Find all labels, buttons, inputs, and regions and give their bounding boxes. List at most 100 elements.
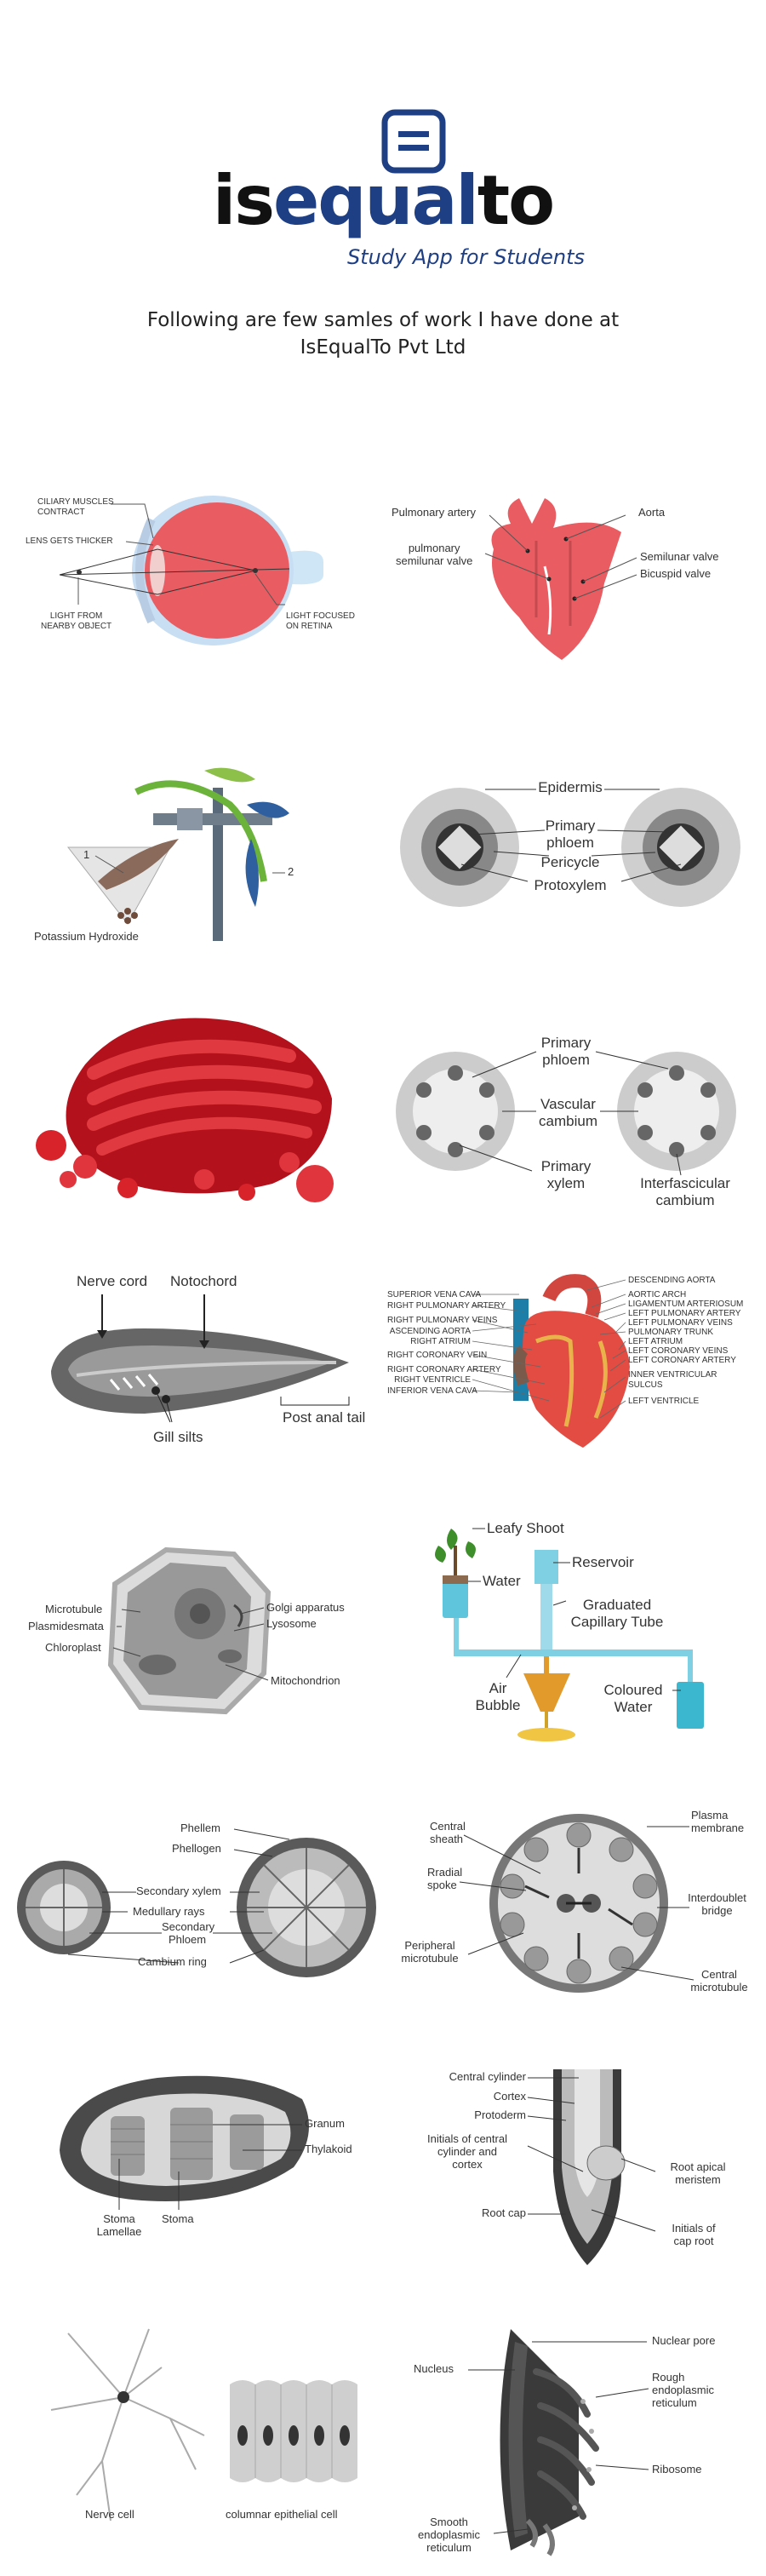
intro-line-2: IsEqualTo Pvt Ltd	[300, 336, 466, 359]
label-right-coronary-artery: RIGHT CORONARY ARTERY	[387, 1365, 501, 1374]
label-plasmodesmata: Plasmidesmata	[28, 1620, 104, 1632]
label-radial-spoke: Rradial spoke	[427, 1866, 463, 1891]
plant-cell-diagram: Microtubule Plasmidesmata Chloroplast Go…	[21, 1546, 379, 1716]
root-section-diagram: Epidermis Primary phloem Pericycle Proto…	[400, 771, 749, 924]
label-initials-cap-root: Initials of cap root	[672, 2222, 716, 2247]
root-tip-diagram: Central cylinder Cortex Protoderm Initia…	[409, 2061, 749, 2265]
label-post-anal-tail: Post anal tail	[283, 1409, 366, 1426]
heart-valves-diagram: Pulmonary artery Aorta pulmonary semilun…	[392, 490, 749, 668]
wordmark: isequalto	[0, 167, 766, 235]
label-primary-phloem-stem: Primary phloem	[540, 1035, 592, 1068]
label-peripheral-microtubule: Peripheral microtubule	[401, 1939, 459, 1965]
label-aorta: Aorta	[638, 506, 666, 519]
potometer-diagram: Leafy Shoot Water Reservoir Graduated Ca…	[417, 1520, 740, 1750]
label-semilunar-valve: Semilunar valve	[640, 550, 719, 563]
label-medullary-rays: Medullary rays	[133, 1905, 205, 1918]
label-water: Water	[483, 1573, 521, 1589]
label-aortic-arch: AORTIC ARCH	[628, 1290, 687, 1299]
label-nucleus: Nucleus	[414, 2362, 454, 2375]
label-columnar-epithelial-cell: columnar epithelial cell	[226, 2508, 338, 2521]
label-inferior-vena-cava: INFERIOR VENA CAVA	[387, 1386, 477, 1396]
label-left-pulmonary-artery: LEFT PULMONARY ARTERY	[628, 1309, 741, 1318]
label-root-cap: Root cap	[481, 2206, 526, 2219]
label-lens-thicker: LENS GETS THICKER	[26, 536, 113, 546]
plant-experiment-diagram: 1 2 Potassium Hydroxide	[34, 754, 357, 950]
label-air-bubble: Air Bubble	[475, 1680, 521, 1713]
label-epidermis: Epidermis	[538, 779, 603, 795]
label-stoma: Stoma	[162, 2212, 194, 2225]
nucleus-er-diagram: Nucleus Nuclear pore Rough endoplasmic r…	[400, 2321, 749, 2559]
label-stoma-lamellae: Stoma Lamellae	[96, 2212, 142, 2238]
label-thylakoid: Thylakoid	[305, 2143, 352, 2155]
label-leafy-shoot: Leafy Shoot	[487, 1520, 564, 1536]
label-phellem: Phellem	[180, 1822, 220, 1834]
label-pulmonary-valve: pulmonary semilunar valve	[396, 542, 473, 567]
label-right-pulmonary-veins: RIGHT PULMONARY VEINS	[387, 1316, 498, 1325]
label-gill-slits: Gill silts	[153, 1429, 203, 1445]
chloroplast-diagram: Granum Thylakoid Stoma Lamellae Stoma	[47, 2057, 379, 2252]
wordmark-is: is	[212, 161, 275, 240]
label-ligamentum-arteriosum: LIGAMENTUM ARTERIOSUM	[628, 1299, 744, 1309]
equals-icon	[381, 109, 446, 174]
label-cambium-ring: Cambium ring	[138, 1955, 207, 1968]
label-bicuspid-valve: Bicuspid valve	[640, 567, 712, 580]
label-plasma-membrane: Plasma membrane	[691, 1809, 745, 1834]
label-central-microtubule: Central microtubule	[690, 1968, 748, 1994]
label-primary-xylem: Primary xylem	[540, 1158, 592, 1191]
label-left-pulmonary-veins: LEFT PULMONARY VEINS	[628, 1318, 733, 1328]
label-mitochondrion: Mitochondrion	[271, 1674, 340, 1687]
label-phellogen: Phellogen	[172, 1842, 221, 1855]
label-graduated-capillary-tube: Graduated Capillary Tube	[570, 1597, 664, 1630]
label-interdoublet-bridge: Interdoublet bridge	[688, 1891, 746, 1917]
intro-text: Following are few samles of work I have …	[0, 307, 766, 361]
eye-diagram: CILIARY MUSCLES CONTRACT LENS GETS THICK…	[26, 485, 383, 673]
label-right-ventricle: RIGHT VENTRICLE	[394, 1375, 471, 1385]
label-light-from: LIGHT FROM NEARBY OBJECT	[41, 611, 112, 631]
label-left-ventricle: LEFT VENTRICLE	[628, 1397, 700, 1406]
label-potassium-hydroxide: Potassium Hydroxide	[34, 930, 139, 943]
wordmark-equal: equal	[272, 161, 479, 240]
label-ribosome: Ribosome	[652, 2463, 702, 2476]
label-central-cylinder: Central cylinder	[449, 2070, 526, 2083]
stem-section-diagram: Primary phloem Vascular cambium Primary …	[392, 1026, 749, 1213]
chordate-diagram: Nerve cord Notochord Gill silts Post ana…	[43, 1269, 366, 1456]
label-1: 1	[83, 848, 90, 861]
label-interfascicular-cambium: Interfascicular cambium	[640, 1175, 730, 1208]
label-protoderm: Protoderm	[474, 2108, 526, 2121]
label-smooth-er: Smooth endoplasmic reticulum	[418, 2516, 480, 2554]
label-root-apical-meristem: Root apical meristem	[670, 2160, 726, 2186]
label-ascending-aorta: ASCENDING AORTA	[389, 1327, 471, 1336]
tagline: Study App for Students	[347, 245, 586, 269]
label-superior-vena-cava: SUPERIOR VENA CAVA	[387, 1290, 482, 1299]
label-chloroplast: Chloroplast	[45, 1641, 101, 1654]
label-reservoir: Reservoir	[572, 1554, 634, 1570]
label-secondary-xylem: Secondary xylem	[136, 1885, 221, 1897]
heart-anatomy-diagram: SUPERIOR VENA CAVA RIGHT PULMONARY ARTER…	[387, 1273, 753, 1460]
label-lysosome: Lysosome	[266, 1617, 317, 1630]
axoneme-diagram: Central sheath Rradial spoke Peripheral …	[392, 1805, 757, 2001]
label-nerve-cell: Nerve cell	[85, 2508, 134, 2521]
label-vascular-cambium: Vascular cambium	[539, 1096, 597, 1129]
label-primary-phloem: Primary phloem	[545, 818, 596, 851]
label-pulmonary-artery: Pulmonary artery	[392, 506, 476, 519]
label-right-atrium: RIGHT ATRIUM	[410, 1337, 471, 1346]
label-granum: Granum	[305, 2117, 345, 2130]
label-coloured-water: Coloured Water	[603, 1682, 663, 1715]
label-nerve-cord: Nerve cord	[77, 1273, 148, 1289]
label-rough-er: Rough endoplasmic reticulum	[652, 2371, 714, 2409]
label-descending-aorta: DESCENDING AORTA	[628, 1276, 716, 1285]
woody-stem-diagram: Phellem Phellogen Secondary xylem Medull…	[17, 1814, 383, 1984]
label-pulmonary-trunk: PULMONARY TRUNK	[628, 1328, 714, 1337]
label-left-coronary-veins: LEFT CORONARY VEINS	[628, 1346, 729, 1356]
intro-line-1: Following are few samles of work I have …	[146, 309, 620, 331]
label-light-focused: LIGHT FOCUSED ON RETINA	[286, 611, 355, 631]
cells-diagram: Nerve cell columnar epithelial cell	[34, 2316, 383, 2538]
label-inner-ventricular-sulcus: INNER VENTRICULAR SULCUS	[628, 1370, 717, 1390]
label-left-atrium: LEFT ATRIUM	[628, 1337, 683, 1346]
label-right-pulmonary-artery: RIGHT PULMONARY ARTERY	[387, 1301, 506, 1311]
label-protoxylem: Protoxylem	[534, 877, 607, 893]
wordmark-to: to	[477, 161, 555, 240]
label-pericycle: Pericycle	[540, 854, 600, 870]
label-initials-central-cylinder: Initials of central cylinder and cortex	[427, 2132, 507, 2171]
label-left-coronary-artery: LEFT CORONARY ARTERY	[628, 1356, 736, 1365]
